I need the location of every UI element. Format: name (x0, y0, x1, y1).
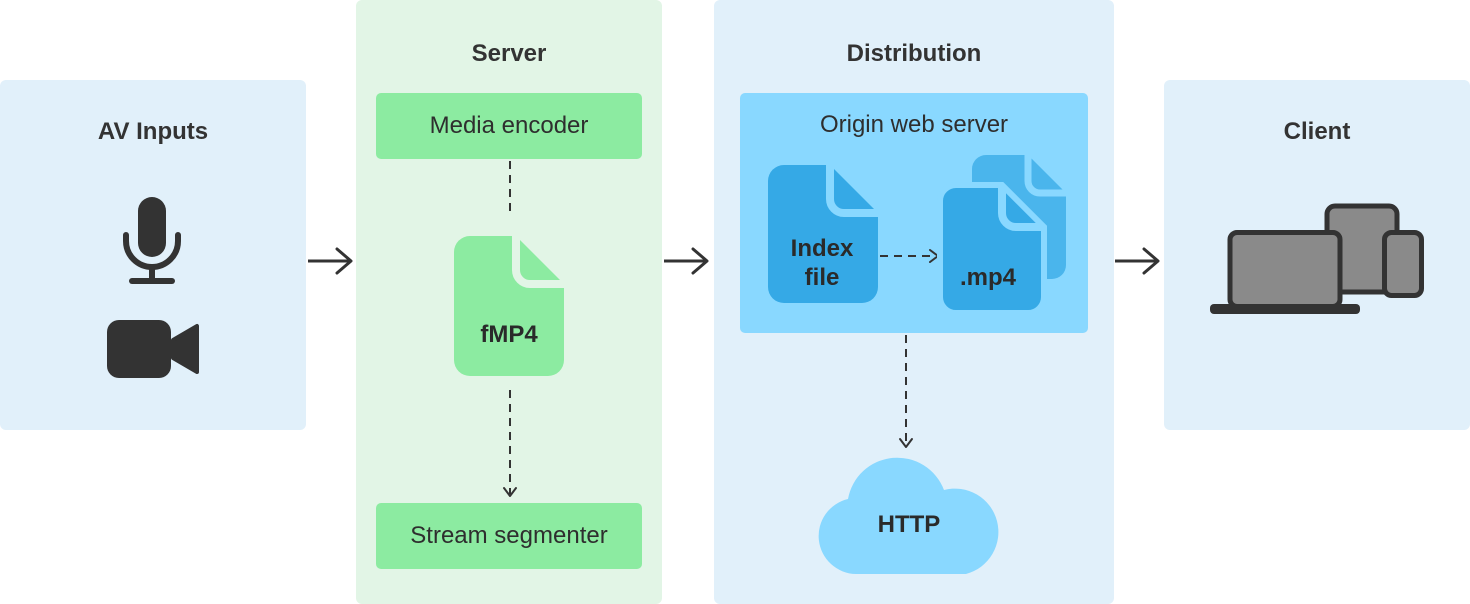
client-title: Client (1283, 118, 1351, 145)
dashed-arrow (503, 390, 517, 497)
server-title: Server (471, 40, 547, 67)
dashed-arrow (899, 335, 913, 448)
video-camera-icon (107, 320, 199, 378)
dashed-arrow (880, 249, 939, 263)
arrow-right-icon (308, 247, 353, 275)
stream-segmenter-box: Stream segmenter (376, 503, 642, 569)
av-inputs-title: AV Inputs (97, 118, 209, 145)
arrow-right-icon (1115, 247, 1160, 275)
origin-web-server-box: Origin web server Index file .mp4 (740, 93, 1088, 333)
fmp4-label: fMP4 (480, 321, 538, 348)
arrow-right-icon (664, 247, 709, 275)
distribution-title: Distribution (846, 40, 982, 67)
media-encoder-box: Media encoder (376, 93, 642, 159)
phone-icon (1382, 230, 1424, 298)
cloud-icon (818, 457, 999, 574)
distribution-panel: Distribution Origin web server Index fil… (714, 0, 1114, 604)
dashed-connector (509, 161, 511, 217)
mp4-label: .mp4 (959, 264, 1016, 291)
document-icon (454, 236, 564, 376)
http-label: HTTP (877, 511, 941, 538)
av-inputs-panel: AV Inputs (0, 80, 306, 430)
origin-web-server-label: Origin web server (819, 111, 1009, 138)
document-icon (937, 155, 1066, 316)
server-panel: Server Media encoder fMP4 Stream segment… (356, 0, 662, 604)
index-file-label: Index file (790, 235, 854, 291)
client-panel: Client (1164, 80, 1470, 430)
laptop-icon (1210, 230, 1360, 314)
microphone-icon (123, 197, 181, 284)
document-icon (768, 165, 878, 303)
